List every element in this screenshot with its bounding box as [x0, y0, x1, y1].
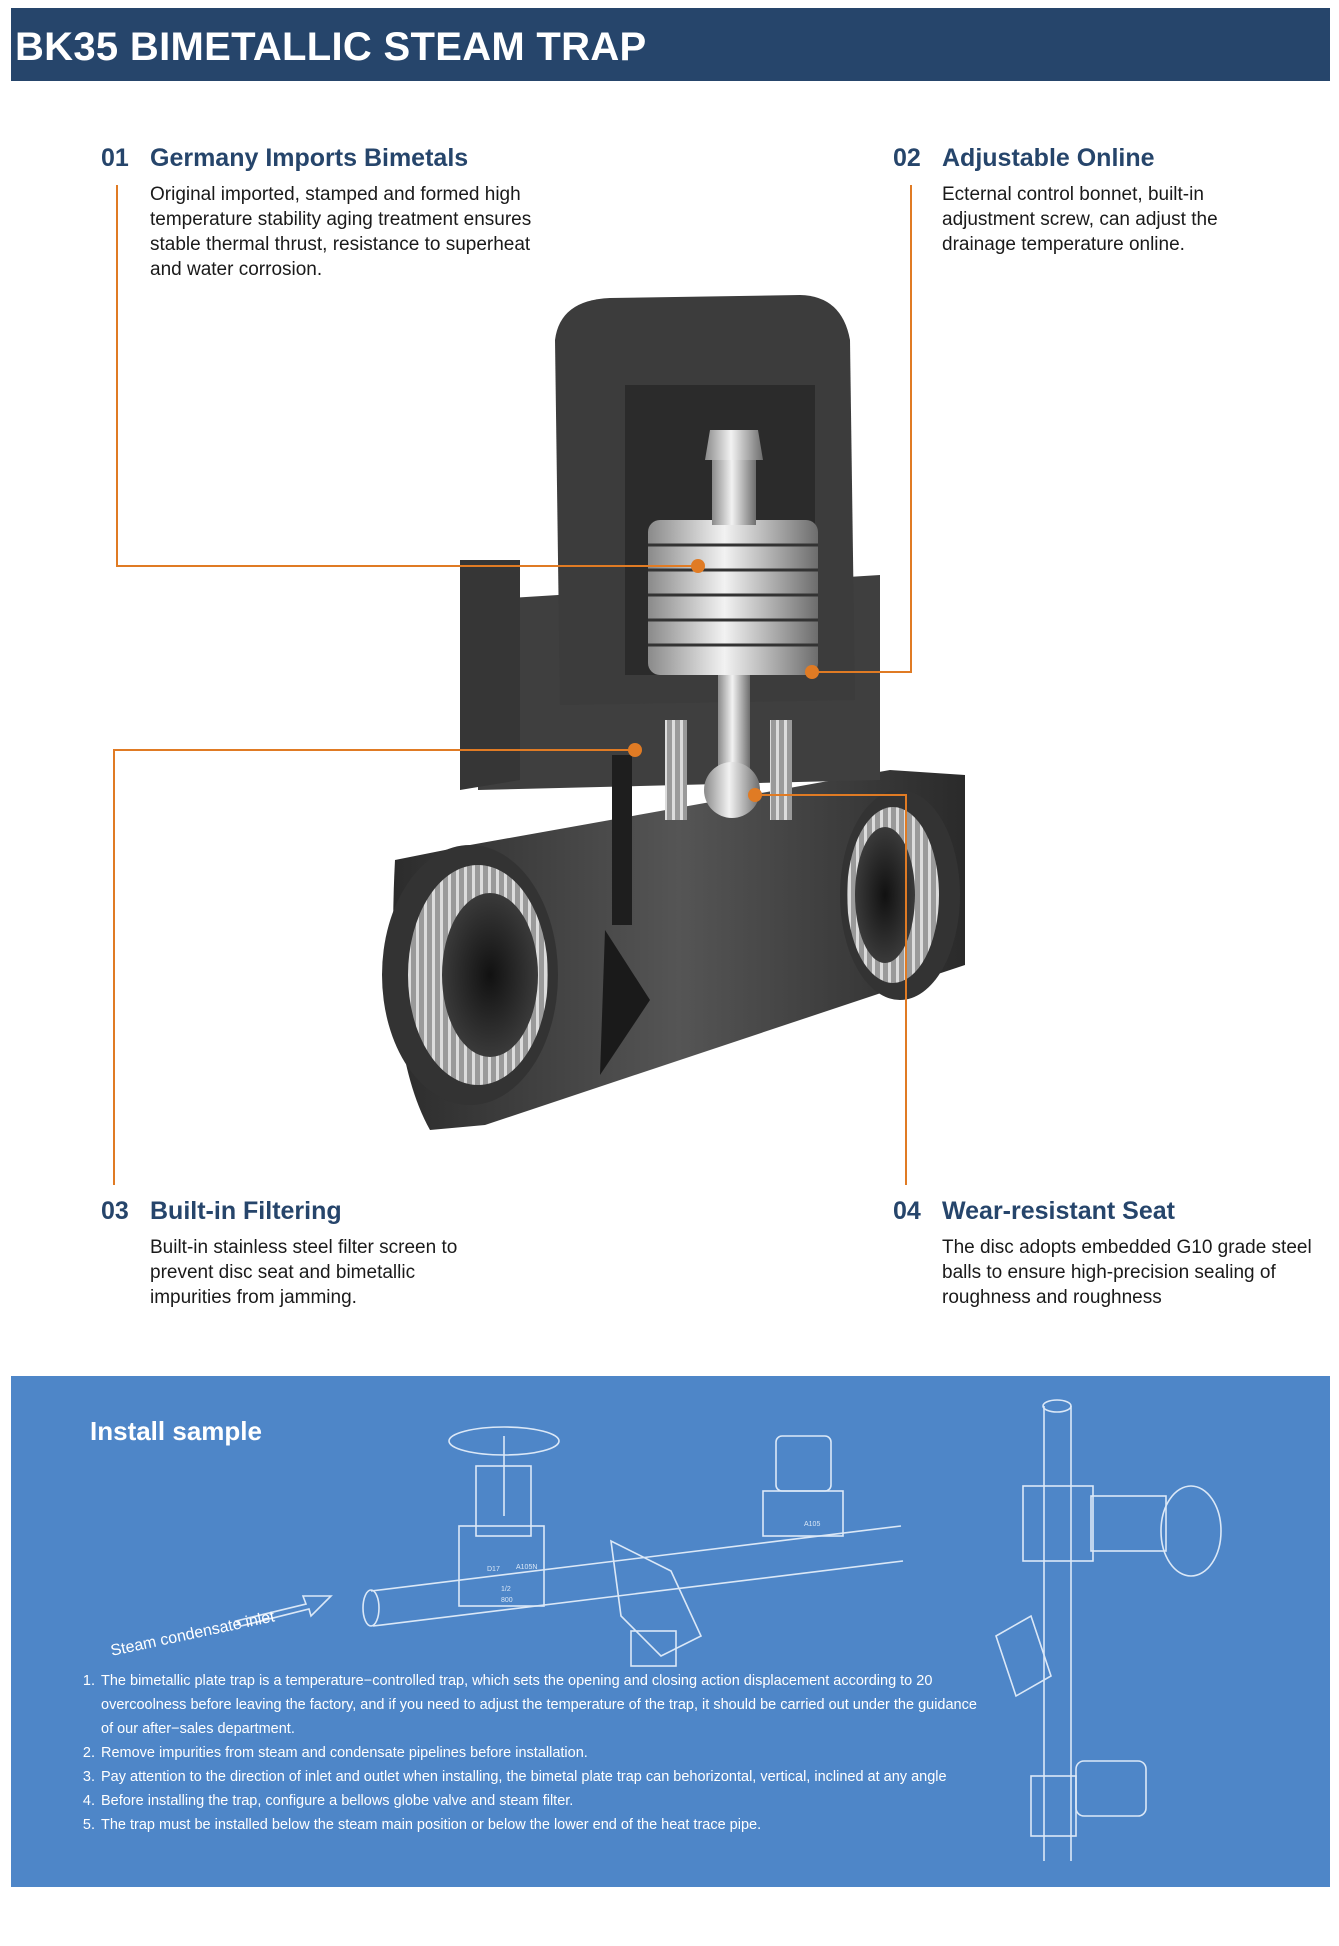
title-bar: BK35 BIMETALLIC STEAM TRAP: [11, 8, 1330, 81]
install-title: Install sample: [90, 1416, 262, 1446]
install-sample-panel: D17 A105N 1/2 800 A105 Install sample St…: [11, 1376, 1330, 1887]
steam-trap-cutaway-illustration: [113, 185, 965, 1185]
page-title: BK35 BIMETALLIC STEAM TRAP: [15, 25, 647, 69]
valve-mark: D17: [487, 1566, 500, 1573]
install-diagram: D17 A105N 1/2 800 A105: [234, 1399, 1222, 1861]
trap-mark: A105: [804, 1521, 820, 1528]
feature-description: Built-in stainless steel filter screen t…: [150, 1237, 458, 1308]
feature-number: 04: [893, 1197, 921, 1225]
valve-mark: 800: [501, 1597, 513, 1604]
install-note: The bimetallic plate trap is a temperatu…: [99, 1669, 979, 1741]
feature-heading: Wear-resistant Seat: [942, 1197, 1175, 1225]
install-notes: The bimetallic plate trap is a temperatu…: [79, 1669, 979, 1837]
feature-description: The disc adopts embedded G10 grade steel…: [942, 1237, 1312, 1308]
valve-mark: A105N: [516, 1564, 537, 1571]
install-note: Remove impurities from steam and condens…: [99, 1741, 979, 1765]
feature-number: 03: [101, 1197, 129, 1225]
install-note: Pay attention to the direction of inlet …: [99, 1765, 979, 1789]
feature-heading: Built-in Filtering: [150, 1197, 342, 1225]
feature-heading: Adjustable Online: [942, 144, 1155, 172]
install-note: Before installing the trap, configure a …: [99, 1789, 979, 1813]
valve-mark: 1/2: [501, 1586, 511, 1593]
feature-description: Ecternal control bonnet, built-in adjust…: [942, 184, 1218, 255]
feature-number: 01: [101, 144, 129, 172]
install-note: The trap must be installed below the ste…: [99, 1813, 979, 1837]
feature-number: 02: [893, 144, 921, 172]
feature-description: Original imported, stamped and formed hi…: [150, 184, 532, 280]
feature-heading: Germany Imports Bimetals: [150, 144, 469, 172]
